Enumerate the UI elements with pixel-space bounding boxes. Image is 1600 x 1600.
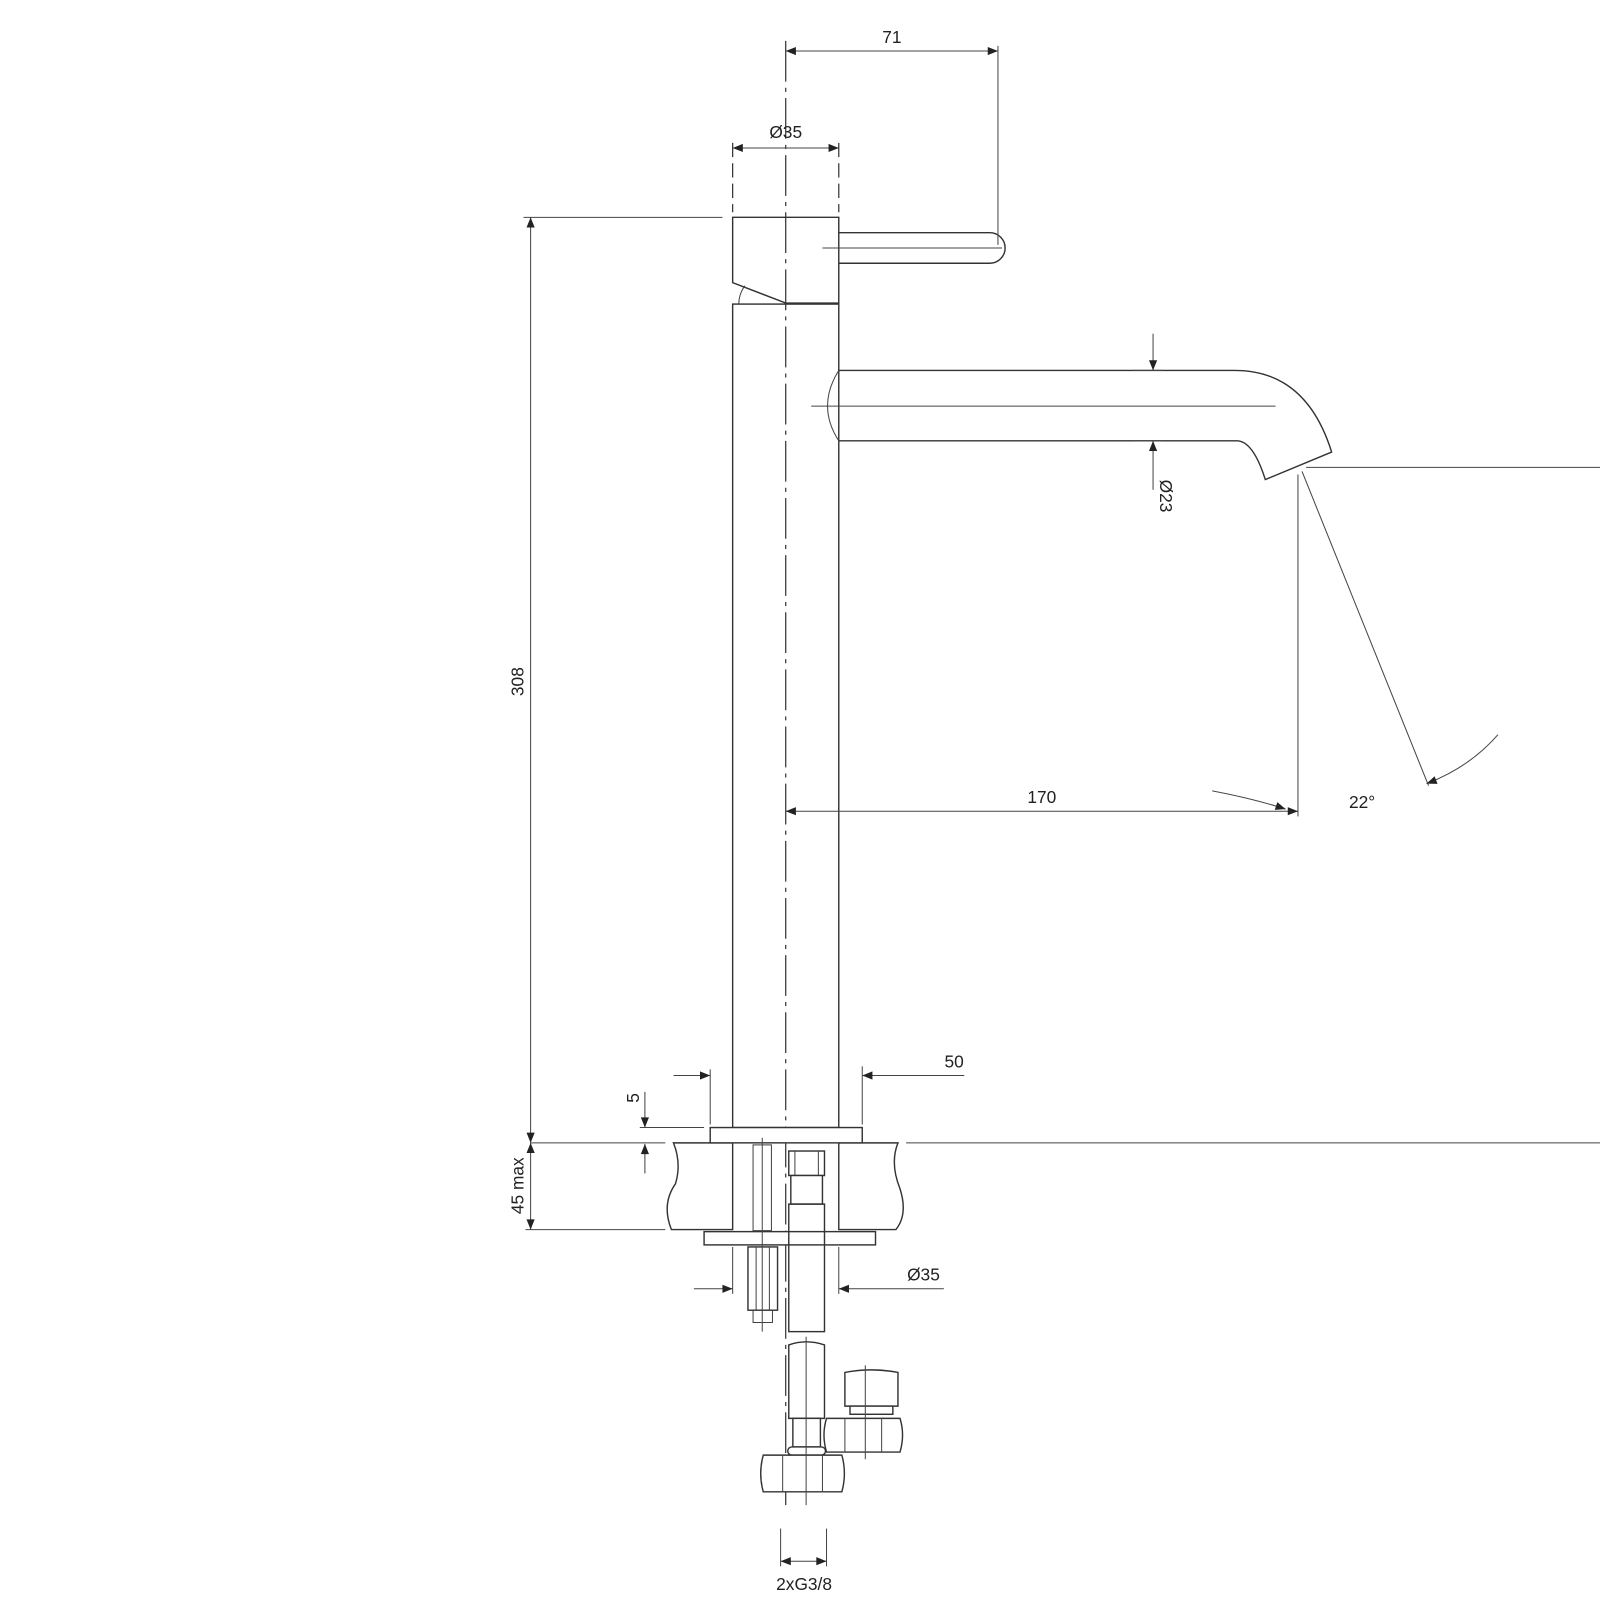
shank-diameter-label: Ø35 [907,1265,940,1285]
dim-shank-diameter: Ø35 [693,1246,944,1294]
spout-angle-label: 22° [1349,792,1375,812]
plate-thickness-label: 5 [623,1093,643,1103]
base-diameter-label: 50 [944,1051,963,1071]
dim-spout-diameter: Ø23 [1132,333,1176,513]
counter-section [666,1142,904,1231]
dim-spout-reach: 170 [785,787,1298,816]
counter-thickness-label: 45 max [507,1157,527,1214]
top-diameter-label: Ø35 [769,122,802,142]
dim-top-diameter: Ø35 [732,122,840,213]
height-label: 308 [507,667,527,696]
spout-diameter-label: Ø23 [1156,480,1176,513]
dim-plate-thickness: 5 [623,1091,705,1174]
lever-reach-label: 71 [882,27,901,47]
dim-base-diameter: 50 [673,1051,965,1125]
spout-reach-label: 170 [1027,787,1056,807]
hose-right [823,1365,904,1460]
dim-connections: 2xG3/8 [776,1528,832,1594]
dim-counter-thickness: 45 max [507,1142,666,1231]
base-plate [709,1126,863,1144]
hose-left [760,1336,846,1506]
handle [731,216,1006,305]
spout [811,369,1333,481]
threaded-rod [747,1137,779,1332]
hose-upper [788,1150,826,1333]
fixing-plate [703,1230,877,1246]
dim-spout-angle: 22° [1297,466,1600,817]
dim-lever-reach: 71 [785,27,999,245]
connections-label: 2xG3/8 [776,1574,832,1594]
dim-height: 308 [507,216,723,1143]
